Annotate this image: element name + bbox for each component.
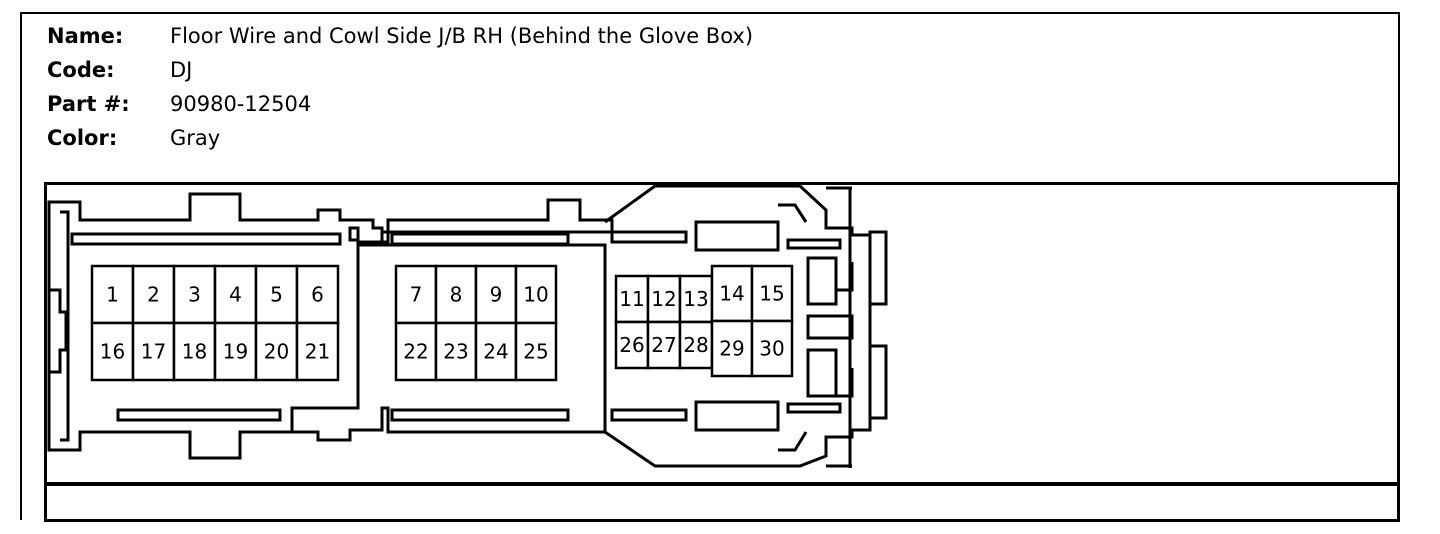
pin-cavity <box>295 264 340 325</box>
pin-cavity <box>254 321 299 382</box>
code-value: DJ <box>170 58 193 82</box>
pin-cavity <box>172 264 217 325</box>
connector-outline <box>47 192 614 460</box>
pin-cavity <box>90 321 135 382</box>
pin-number: 23 <box>443 340 468 364</box>
pin-number: 25 <box>523 340 548 364</box>
pin-number: 7 <box>410 283 423 307</box>
name-label: Name: <box>47 24 124 48</box>
pin-number: 13 <box>683 287 708 311</box>
pin-cavity <box>614 274 650 324</box>
pin-number: 17 <box>141 340 166 364</box>
pin-number: 21 <box>305 340 330 364</box>
connector-diagram-box <box>44 182 1400 522</box>
part-value: 90980-12504 <box>170 92 312 116</box>
pin-number: 22 <box>403 340 428 364</box>
pin-number: 2 <box>147 283 160 307</box>
pin-number: 12 <box>651 287 676 311</box>
pin-number: 10 <box>523 283 548 307</box>
code-label: Code: <box>47 58 115 82</box>
pin-number: 14 <box>719 282 744 306</box>
pin-cavity <box>90 264 135 325</box>
pin-number: 30 <box>759 337 784 361</box>
pin-number: 29 <box>719 337 744 361</box>
pin-number: 27 <box>651 333 676 357</box>
pin-number: 20 <box>264 340 289 364</box>
pin-cavity <box>213 321 258 382</box>
part-label: Part #: <box>47 92 130 116</box>
pin-number: 26 <box>619 333 644 357</box>
pin-number: 4 <box>229 283 242 307</box>
pin-number: 1 <box>106 283 119 307</box>
pin-cavity <box>434 264 478 325</box>
pin-number: 6 <box>311 283 324 307</box>
pin-cavity <box>514 264 558 325</box>
pin-number: 8 <box>450 283 463 307</box>
pin-number: 24 <box>483 340 508 364</box>
name-value: Floor Wire and Cowl Side J/B RH (Behind … <box>170 24 754 48</box>
pin-number: 9 <box>490 283 503 307</box>
pin-cavity <box>750 319 794 378</box>
pin-number: 28 <box>683 333 708 357</box>
pin-number: 3 <box>188 283 201 307</box>
pin-cavity <box>295 321 340 382</box>
pin-cavity <box>254 264 299 325</box>
connector-right-section <box>604 184 872 468</box>
color-value: Gray <box>170 126 221 150</box>
pin-cavity <box>710 319 754 378</box>
pin-number: 16 <box>100 340 125 364</box>
pin-number: 19 <box>223 340 248 364</box>
pin-cavity <box>131 264 176 325</box>
pin-number: 11 <box>619 287 644 311</box>
pin-number: 15 <box>759 282 784 306</box>
footer-divider <box>44 482 1400 486</box>
pin-cavity <box>514 321 558 382</box>
color-label: Color: <box>47 126 118 150</box>
pin-number: 18 <box>182 340 207 364</box>
pin-number: 5 <box>270 283 283 307</box>
pin-cavity <box>614 320 650 370</box>
